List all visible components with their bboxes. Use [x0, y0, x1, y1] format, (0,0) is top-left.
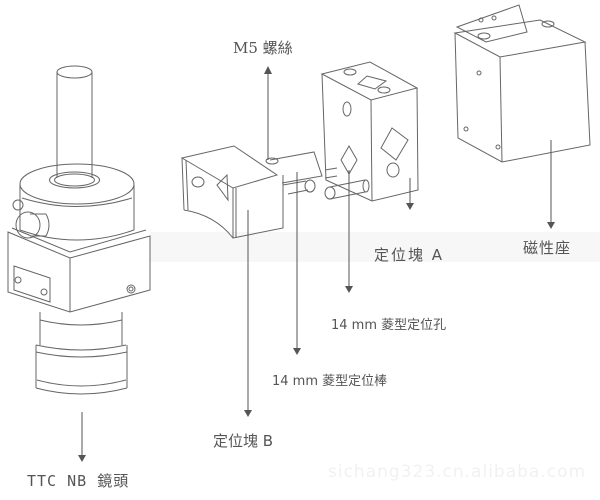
leader-lines [81, 72, 552, 455]
label-14mm-pin: 14 mm 菱型定位棒 [272, 374, 388, 389]
label-m5-screw: M5 螺絲 [233, 39, 293, 57]
label-magnetic-base: 磁性座 [523, 239, 572, 257]
ttc-nb-lens-drawing [7, 65, 151, 395]
label-ttc-nb-lens: TTC NB 鏡頭 [27, 472, 130, 490]
label-block-a: 定位塊 A [374, 246, 445, 264]
arrowheads [78, 66, 555, 462]
magnetic-base-drawing [453, 4, 591, 163]
label-14mm-hole: 14 mm 菱型定位孔 [331, 318, 447, 333]
watermark: sichang323.cn.alibaba.com [328, 462, 587, 482]
label-block-b: 定位塊 B [213, 432, 274, 450]
background-band [150, 232, 600, 262]
block-b-drawing [180, 144, 370, 239]
block-a-drawing [320, 61, 419, 202]
